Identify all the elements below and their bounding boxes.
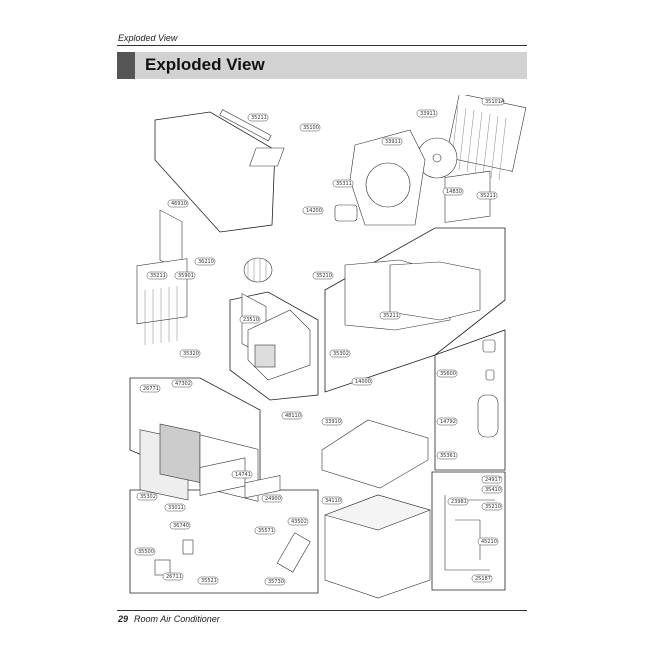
part-label: 48110 (285, 413, 301, 419)
group-piping (431, 471, 506, 591)
part-label: 35210 (485, 504, 501, 510)
part-label: 47302 (175, 381, 191, 387)
part-label: 14830 (446, 189, 462, 195)
footer-rule (117, 610, 527, 611)
pcb (244, 475, 281, 499)
part-label: 36740 (173, 523, 189, 529)
header-rule (117, 45, 527, 46)
part-label: 35302 (333, 351, 349, 357)
group-front-panel (154, 111, 276, 233)
evaporator-coil (136, 258, 188, 325)
group-control-mount (229, 291, 319, 401)
base-plate (321, 419, 429, 489)
part-label: 45210 (481, 539, 497, 545)
part-label: 25187 (475, 576, 491, 582)
part-label: 35311 (336, 181, 352, 187)
part-label: 14000 (355, 379, 371, 385)
part-label: 35101A (485, 99, 505, 105)
front-panel-bar (219, 109, 272, 142)
part-label: 35410 (485, 487, 501, 493)
part-label: 33910 (325, 419, 341, 425)
part-label: 35210 (316, 273, 332, 279)
part-label: 35302 (140, 494, 156, 500)
part-label: 35211 (150, 273, 166, 279)
part-label: 46910 (171, 201, 187, 207)
motor (334, 204, 358, 222)
part-label: 24917 (485, 477, 501, 483)
part-label: 36210 (198, 259, 214, 265)
part-label: 35100 (303, 125, 319, 131)
part-label: 23510 (243, 317, 259, 323)
page-title: Exploded View (145, 55, 265, 74)
motor-bracket (249, 147, 285, 167)
part-label: 35320 (183, 351, 199, 357)
group-base-chassis (324, 227, 506, 393)
part-label: 35521 (201, 578, 217, 584)
running-header: Exploded View (118, 33, 178, 43)
part-label: 23981 (451, 499, 467, 505)
part-label: 43502 (291, 519, 307, 525)
part-label: 14741 (235, 472, 251, 478)
part-label: 34110 (325, 498, 341, 504)
part-label: 33011 (168, 505, 184, 511)
footer-product: Room Air Conditioner (134, 614, 220, 624)
title-block-accent (117, 52, 135, 79)
part-label: 35600 (440, 371, 456, 377)
part-label: 26711 (166, 574, 182, 580)
part-label: 35901 (178, 273, 194, 279)
part-label: 35211 (251, 115, 267, 121)
part-label: 33911 (420, 111, 436, 117)
page-footer: 29 Room Air Conditioner (118, 614, 220, 624)
compressor (477, 394, 499, 438)
part-label: 33911 (385, 139, 401, 145)
capacitor (182, 539, 194, 555)
exploded-view-diagram: 35211 35100 33911 35101A 33911 35311 142… (129, 95, 527, 599)
remote-control (276, 532, 311, 573)
part-label: 26771 (143, 386, 159, 392)
group-compressor (434, 329, 506, 471)
part-label: 35211 (383, 313, 399, 319)
part-label: 14792 (440, 419, 456, 425)
title-bar: Exploded View (117, 52, 527, 79)
part-label: 24900 (265, 496, 281, 502)
switch-block (154, 559, 171, 576)
filter (159, 423, 201, 483)
page-number: 29 (118, 614, 129, 624)
blower-wheel (243, 257, 273, 283)
part-label: 14200 (306, 208, 322, 214)
part-label: 35730 (268, 579, 284, 585)
part-label: 35361 (440, 453, 456, 459)
part-label: 35571 (258, 528, 274, 534)
part-label: 35211 (480, 193, 496, 199)
part-label: 35500 (138, 549, 154, 555)
